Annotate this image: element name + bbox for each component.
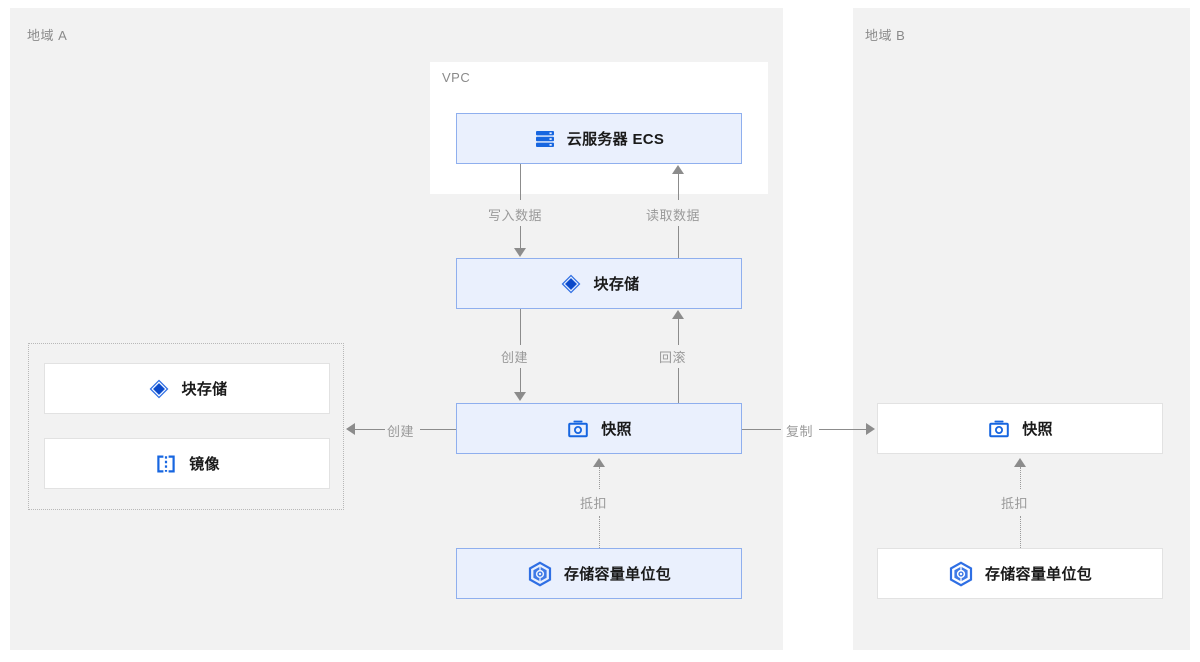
arrowhead-deduct-a [593, 458, 605, 467]
connector-rollback-upper [678, 319, 679, 345]
connector-write-data-lower [520, 226, 521, 249]
node-snapshot-label: 快照 [601, 421, 632, 438]
connector-deduct-b-lower [1020, 516, 1021, 548]
node-block-storage[interactable]: 块存储 [456, 258, 742, 309]
region-b-title: 地域 B [865, 28, 906, 43]
vpc-label: VPC [442, 70, 471, 85]
node-storage-capacity-unit-label: 存储容量单位包 [563, 566, 672, 583]
connector-deduct-a-lower [599, 516, 600, 548]
connector-replicate-seg2 [819, 429, 868, 430]
camera-snapshot-icon [989, 420, 1009, 437]
arrowhead-write-data [514, 248, 526, 257]
region-a-title: 地域 A [27, 28, 68, 43]
server-icon [535, 130, 554, 147]
arrowhead-create-left [346, 423, 355, 435]
block-storage-diamond-icon [149, 379, 168, 398]
edge-label-create-left: 创建 [387, 424, 415, 439]
node-storage-capacity-unit[interactable]: 存储容量单位包 [456, 548, 742, 599]
node-snapshot-region-b[interactable]: 快照 [877, 403, 1163, 454]
edge-label-rollback: 回滚 [659, 350, 687, 365]
connector-replicate-seg1 [742, 429, 781, 430]
derived-artifacts-group [28, 343, 344, 510]
node-image-label: 镜像 [189, 456, 220, 473]
node-storage-capacity-unit-region-b[interactable]: 存储容量单位包 [877, 548, 1163, 599]
node-storage-capacity-unit-region-b-label: 存储容量单位包 [984, 566, 1093, 583]
connector-read-data-upper [678, 174, 679, 200]
node-image[interactable]: 镜像 [44, 438, 330, 489]
arrowhead-deduct-b [1014, 458, 1026, 467]
arrowhead-replicate [866, 423, 875, 435]
connector-create-left-seg1 [355, 429, 385, 430]
node-block-storage-derived-label: 块存储 [181, 381, 228, 398]
connector-rollback-lower [678, 368, 679, 403]
arrowhead-rollback [672, 310, 684, 319]
connector-deduct-b-upper [1020, 467, 1021, 489]
edge-label-write-data: 写入数据 [488, 208, 543, 223]
edge-label-deduct-b: 抵扣 [1001, 496, 1029, 511]
connector-create-lower [520, 368, 521, 392]
edge-label-deduct-a: 抵扣 [580, 496, 608, 511]
arrowhead-read-data [672, 165, 684, 174]
connector-create-upper [520, 309, 521, 345]
camera-snapshot-icon [568, 420, 588, 437]
storage-capacity-unit-icon [949, 561, 973, 586]
block-storage-diamond-icon [561, 274, 580, 293]
edge-label-read-data: 读取数据 [646, 208, 701, 223]
edge-label-replicate: 复制 [786, 424, 814, 439]
image-bracket-icon [157, 455, 175, 472]
region-b-panel [853, 8, 1190, 650]
connector-create-left-seg2 [420, 429, 456, 430]
arrowhead-create [514, 392, 526, 401]
connector-read-data-lower [678, 226, 679, 258]
node-ecs-label: 云服务器 ECS [566, 131, 665, 148]
node-snapshot-region-b-label: 快照 [1022, 421, 1053, 438]
node-block-storage-derived[interactable]: 块存储 [44, 363, 330, 414]
storage-capacity-unit-icon [528, 561, 552, 586]
connector-deduct-a-upper [599, 467, 600, 489]
node-block-storage-label: 块存储 [593, 276, 640, 293]
node-ecs[interactable]: 云服务器 ECS [456, 113, 742, 164]
node-snapshot[interactable]: 快照 [456, 403, 742, 454]
connector-write-data-upper [520, 164, 521, 200]
edge-label-create: 创建 [501, 350, 529, 365]
